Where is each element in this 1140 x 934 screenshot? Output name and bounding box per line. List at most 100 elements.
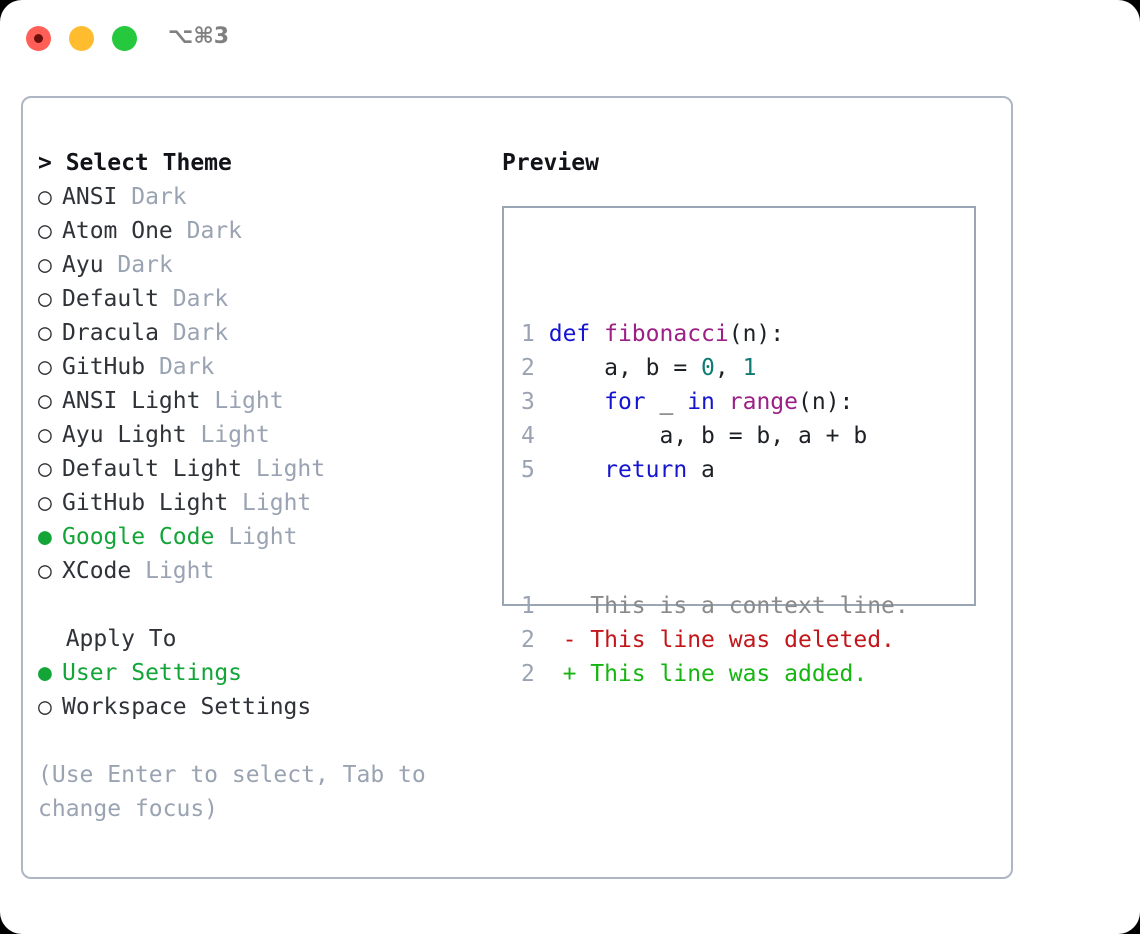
theme-option-xcode[interactable]: ○ XCode Light bbox=[38, 554, 468, 588]
radio-unselected-icon: ○ bbox=[38, 558, 52, 584]
code-token-pl bbox=[549, 457, 604, 483]
line-number: 1 bbox=[521, 321, 535, 347]
theme-option-label: Dracula bbox=[62, 320, 159, 346]
theme-variant-tag: Dark bbox=[158, 354, 215, 380]
diff-marker: + bbox=[562, 661, 591, 687]
code-token-pl bbox=[715, 389, 729, 415]
theme-option-atom-one[interactable]: ○Atom One Dark bbox=[38, 214, 468, 248]
code-token-kw: def bbox=[548, 321, 605, 347]
radio-unselected-icon: ○ bbox=[38, 252, 52, 278]
gutter-space bbox=[535, 627, 563, 653]
code-token-fn: fibonacci bbox=[604, 321, 729, 347]
code-token-pl bbox=[549, 389, 604, 415]
theme-list-column: > Select Theme ○ANSI Dark○Atom One Dark○… bbox=[38, 146, 468, 826]
radio-unselected-icon: ○ bbox=[38, 456, 52, 482]
line-number: 2 bbox=[521, 627, 535, 653]
theme-option-label: Atom One bbox=[62, 218, 173, 244]
spacer bbox=[104, 252, 118, 278]
theme-option-label: Ayu bbox=[62, 252, 104, 278]
line-number: 4 bbox=[521, 423, 535, 449]
theme-option-dracula[interactable]: ○ Dracula Dark bbox=[38, 316, 468, 350]
code-token-pl: (n): bbox=[728, 321, 785, 347]
apply-to-option-workspace-settings[interactable]: ○Workspace Settings bbox=[38, 690, 468, 724]
page-title: > Select Theme bbox=[38, 150, 232, 176]
gutter-space bbox=[535, 355, 549, 381]
window-controls bbox=[26, 26, 137, 51]
minimize-button[interactable] bbox=[69, 26, 94, 51]
line-number: 2 bbox=[521, 661, 535, 687]
theme-option-ayu-light[interactable]: ○ Ayu Light Light bbox=[38, 418, 468, 452]
code-token-pl: a bbox=[687, 457, 715, 483]
line-number: 2 bbox=[521, 355, 535, 381]
diff-text: This line was added. bbox=[590, 661, 868, 687]
radio-unselected-icon: ○ bbox=[38, 218, 52, 244]
radio-unselected-icon: ○ bbox=[38, 354, 52, 380]
gutter-space bbox=[535, 457, 549, 483]
spacer bbox=[173, 218, 187, 244]
apply-to-option-label: User Settings bbox=[62, 660, 243, 686]
theme-option-default-light[interactable]: ○Default Light Light bbox=[38, 452, 468, 486]
diff-line-del: 2 - This line was deleted. bbox=[521, 623, 909, 657]
zoom-button[interactable] bbox=[112, 26, 137, 51]
code-line: 4 a, b = b, a + b bbox=[521, 419, 909, 453]
title-bar: ⌥⌘3 bbox=[0, 0, 1140, 78]
radio-selected-icon: ● bbox=[38, 660, 52, 686]
preview-column: Preview 1 def fibonacci(n):2 a, b = 0, 1… bbox=[502, 146, 992, 687]
spacer bbox=[159, 286, 173, 312]
theme-option-label: Ayu Light bbox=[62, 422, 187, 448]
code-token-kw: for bbox=[604, 389, 646, 415]
theme-option-github-light[interactable]: ○ GitHub Light Light bbox=[38, 486, 468, 520]
spacer bbox=[159, 320, 173, 346]
theme-variant-tag: Dark bbox=[117, 252, 173, 278]
theme-variant-tag: Dark bbox=[172, 320, 229, 346]
theme-option-label: XCode bbox=[62, 558, 132, 584]
spacer bbox=[145, 354, 159, 380]
gutter-space bbox=[535, 389, 549, 415]
apply-to-list: ● User Settings ○Workspace Settings bbox=[38, 656, 468, 724]
code-token-pl: , bbox=[714, 355, 743, 381]
diff-text: This line was deleted. bbox=[590, 627, 895, 653]
theme-option-label: ANSI bbox=[62, 184, 118, 210]
diff-text: This is a context line. bbox=[590, 593, 909, 619]
theme-variant-tag: Dark bbox=[172, 286, 229, 312]
apply-to-title: Apply To bbox=[38, 626, 177, 652]
line-number: 3 bbox=[521, 389, 535, 415]
apply-to-option-user-settings[interactable]: ● User Settings bbox=[38, 656, 468, 690]
theme-option-ansi-light[interactable]: ○ ANSI Light Light bbox=[38, 384, 468, 418]
code-token-fn: range bbox=[728, 389, 799, 415]
radio-unselected-icon: ○ bbox=[38, 490, 52, 516]
theme-option-default[interactable]: ○ Default Dark bbox=[38, 282, 468, 316]
keyboard-shortcut-label: ⌥⌘3 bbox=[168, 24, 230, 49]
theme-option-github[interactable]: ○GitHub Dark bbox=[38, 350, 468, 384]
spacer bbox=[242, 456, 256, 482]
theme-variant-tag: Light bbox=[200, 422, 270, 448]
theme-option-label: ANSI Light bbox=[62, 388, 201, 414]
code-token-kw: in bbox=[687, 389, 715, 415]
close-button[interactable] bbox=[26, 26, 51, 51]
radio-unselected-icon: ○ bbox=[38, 422, 52, 448]
line-number: 5 bbox=[521, 457, 535, 483]
theme-variant-tag: Light bbox=[214, 388, 284, 414]
theme-option-label: Google Code bbox=[62, 524, 215, 550]
theme-option-ansi[interactable]: ○ANSI Dark bbox=[38, 180, 468, 214]
theme-option-google-code[interactable]: ●Google Code Light bbox=[38, 520, 468, 554]
radio-unselected-icon: ○ bbox=[38, 388, 52, 414]
radio-unselected-icon: ○ bbox=[38, 320, 52, 346]
code-token-num: 1 bbox=[742, 355, 757, 381]
spacer bbox=[117, 184, 131, 210]
theme-option-label: Default bbox=[62, 286, 159, 312]
gutter-space bbox=[535, 321, 549, 347]
code-token-pl: a, b = b, a + b bbox=[548, 423, 868, 449]
theme-variant-tag: Light bbox=[242, 490, 312, 516]
code-line: 3 for _ in range(n): bbox=[521, 385, 909, 419]
radio-unselected-icon: ○ bbox=[38, 286, 52, 312]
theme-option-label: GitHub Light bbox=[62, 490, 229, 516]
theme-variant-tag: Dark bbox=[131, 184, 187, 210]
theme-option-ayu[interactable]: ○ Ayu Dark bbox=[38, 248, 468, 282]
code-line: 2 a, b = 0, 1 bbox=[521, 351, 909, 385]
diff-marker bbox=[563, 593, 591, 619]
theme-variant-tag: Light bbox=[145, 558, 215, 584]
